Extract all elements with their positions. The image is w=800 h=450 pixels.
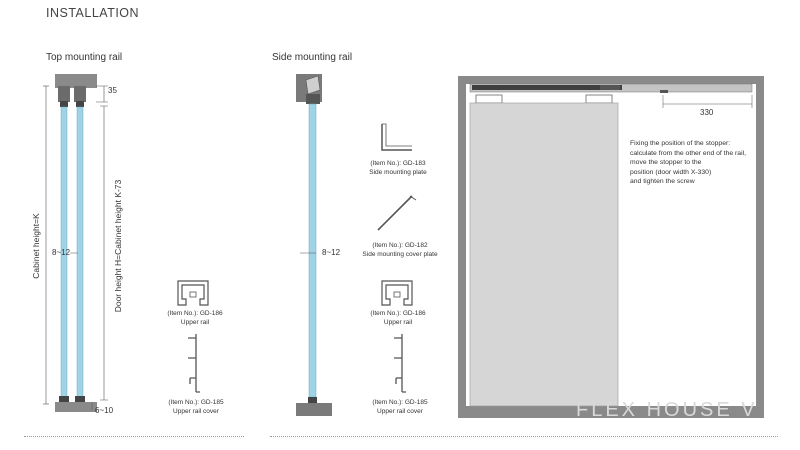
upper-rail-profile-right-icon: [381, 280, 413, 306]
stopper-note: Fixing the position of the stopper: calc…: [630, 139, 756, 187]
dim-330: 330: [700, 108, 714, 117]
top-mounting-title: Top mounting rail: [46, 52, 123, 63]
side-mounting-drawing: [296, 74, 332, 416]
side-plate-name: Side mounting plate: [369, 169, 427, 176]
side-plate-caption: (Item No.): GD-183 Side mounting plate: [350, 159, 446, 177]
rail-cover-right-name: Upper rail cover: [377, 408, 423, 415]
upper-rail-cover-left-icon: [188, 334, 200, 393]
upper-rail-right-caption: (Item No.): GD-186 Upper rail: [352, 309, 444, 327]
upper-rail-left-caption: (Item No.): GD-186 Upper rail: [150, 309, 240, 327]
cabinet-elevation: [458, 76, 764, 418]
upper-rail-cover-right-icon: [394, 334, 406, 393]
side-cover-plate-item-no: (Item No.): GD-182: [372, 242, 428, 249]
side-mounting-title: Side mounting rail: [272, 52, 353, 63]
cabinet-height-label: Cabinet height=K: [31, 213, 41, 279]
dim-bottom: 6~10: [95, 406, 114, 415]
divider-left: [24, 436, 244, 437]
rail-cover-left-caption: (Item No.): GD-185 Upper rail cover: [148, 398, 244, 416]
side-cover-plate-name: Side mounting cover plate: [362, 251, 438, 258]
side-plate-item-no: (Item No.): GD-183: [370, 160, 426, 167]
rail-cover-left-name: Upper rail cover: [173, 408, 219, 415]
dim-gap-side: 8~12: [322, 248, 341, 257]
upper-rail-left-item-no: (Item No.): GD-186: [167, 310, 223, 317]
upper-rail-left-name: Upper rail: [180, 319, 210, 326]
watermark-logo: FLEX HOUSE V: [576, 399, 758, 421]
side-cover-plate-caption: (Item No.): GD-182 Side mounting cover p…: [345, 241, 455, 259]
rail-cover-right-item-no: (Item No.): GD-185: [372, 399, 428, 406]
stopper-note-line: and tighten the screw: [630, 178, 695, 185]
top-mounting-drawing: [43, 74, 108, 412]
rail-cover-right-caption: (Item No.): GD-185 Upper rail cover: [352, 398, 448, 416]
stopper-note-line: calculate from the other end of the rail…: [630, 149, 746, 157]
divider-right: [270, 436, 778, 437]
dim-gap-top: 8~12: [52, 248, 71, 257]
rail-cover-left-item-no: (Item No.): GD-185: [168, 399, 224, 406]
dim-top-35: 35: [108, 86, 117, 95]
door-height-label: Door height H=Cabinet height K-73: [113, 179, 123, 313]
stopper-note-line: position (door width X-330): [630, 168, 712, 176]
upper-rail-right-item-no: (Item No.): GD-186: [370, 310, 426, 317]
stopper-note-line: Fixing the position of the stopper:: [630, 140, 731, 147]
side-mounting-plate-icon: [381, 123, 412, 151]
stopper-note-line: move the stopper to the: [630, 159, 702, 166]
upper-rail-profile-left-icon: [177, 280, 209, 306]
upper-rail-right-name: Upper rail: [383, 319, 413, 326]
page-title: INSTALLATION: [46, 6, 140, 20]
side-mounting-cover-plate-icon: [377, 195, 417, 231]
